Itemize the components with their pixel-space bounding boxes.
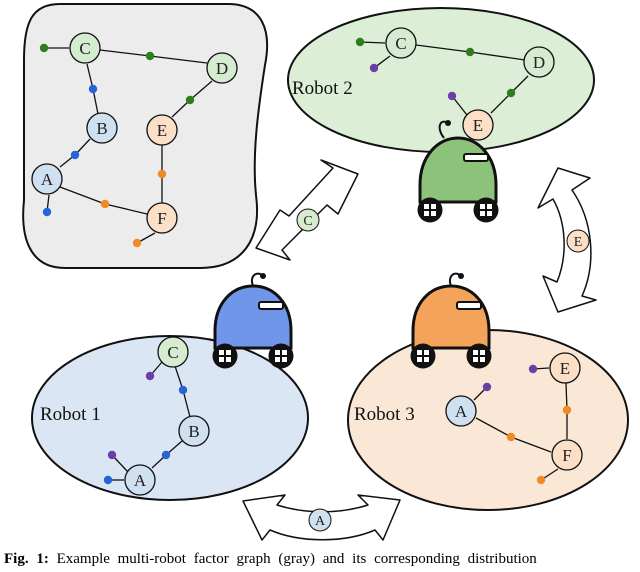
node-c-global: C — [69, 32, 101, 64]
svg-text:A: A — [41, 170, 54, 189]
node-f-global: F — [146, 202, 178, 234]
svg-text:A: A — [455, 402, 468, 421]
robot3-icon — [410, 272, 492, 369]
global-factor-graph: C D B E A F — [22, 3, 269, 269]
robot3-region: E A F Robot 3 — [347, 329, 629, 511]
global-graph-region — [22, 3, 269, 269]
robot2-region: C D E Robot 2 — [287, 7, 595, 153]
factor-dot — [88, 84, 98, 94]
robot1-region: C B A Robot 1 — [31, 335, 309, 501]
factor-dot — [562, 405, 572, 415]
arrow-e: E — [537, 167, 597, 313]
factor-dot — [157, 169, 167, 179]
node-e-robot2: E — [462, 109, 494, 141]
node-a-robot3: A — [445, 395, 477, 427]
robot1-label: Robot 1 — [40, 404, 101, 425]
factor-dot — [506, 88, 516, 98]
svg-text:E: E — [157, 121, 167, 140]
caption-text: Example multi-robot factor graph (gray) … — [56, 551, 537, 567]
figure-caption: Fig. 1: Example multi-robot factor graph… — [4, 551, 640, 568]
svg-text:F: F — [562, 446, 571, 465]
factor-dot — [506, 432, 516, 442]
robot1-icon — [212, 272, 294, 369]
node-e-robot3: E — [549, 352, 581, 384]
svg-text:A: A — [315, 514, 326, 529]
svg-text:F: F — [157, 209, 166, 228]
robot3-label: Robot 3 — [354, 404, 415, 425]
svg-text:C: C — [395, 34, 406, 53]
factor-dot — [447, 91, 457, 101]
node-c-robot2: C — [385, 27, 417, 59]
arrow-a: A — [242, 494, 401, 541]
factor-dot — [42, 207, 52, 217]
factor-dot — [482, 382, 492, 392]
svg-text:B: B — [188, 422, 199, 441]
factor-dot — [70, 150, 80, 160]
factor-dot — [145, 371, 155, 381]
factor-dot — [145, 51, 155, 61]
svg-text:D: D — [533, 53, 545, 72]
node-d-robot2: D — [523, 46, 555, 78]
factor-dot — [161, 450, 171, 460]
factor-dot — [528, 364, 538, 374]
node-a-robot1: A — [124, 464, 156, 496]
svg-text:C: C — [79, 39, 90, 58]
factor-dot — [355, 37, 365, 47]
svg-text:A: A — [134, 471, 147, 490]
node-c-robot1: C — [157, 336, 189, 368]
node-f-robot3: F — [551, 439, 583, 471]
factor-dot — [107, 450, 117, 460]
factor-dot — [132, 238, 142, 248]
factor-dot — [39, 43, 49, 53]
factor-dot — [100, 199, 110, 209]
factor-dot — [103, 475, 113, 485]
robot2-label: Robot 2 — [292, 78, 353, 99]
node-e-global: E — [146, 114, 178, 146]
factor-dot — [465, 47, 475, 57]
svg-text:C: C — [303, 214, 312, 229]
node-b-global: B — [86, 112, 118, 144]
factor-dot — [369, 63, 379, 73]
arrow-c: C — [255, 159, 359, 261]
factor-dot — [536, 475, 546, 485]
node-b-robot1: B — [178, 415, 210, 447]
svg-text:C: C — [167, 343, 178, 362]
svg-text:E: E — [574, 235, 583, 250]
svg-text:E: E — [473, 116, 483, 135]
robot2-icon — [417, 120, 499, 223]
svg-text:E: E — [560, 359, 570, 378]
factor-dot — [178, 385, 188, 395]
svg-text:D: D — [216, 59, 228, 78]
caption-prefix: Fig. 1: — [4, 551, 49, 567]
node-a-global: A — [31, 163, 63, 195]
svg-text:B: B — [96, 119, 107, 138]
node-d-global: D — [206, 52, 238, 84]
factor-dot — [185, 95, 195, 105]
